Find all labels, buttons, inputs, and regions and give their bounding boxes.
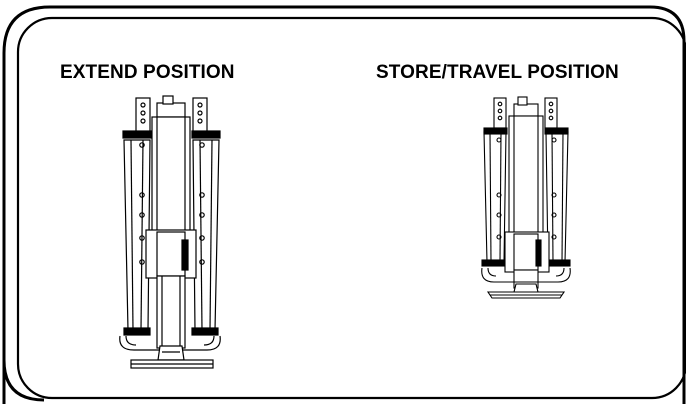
jack-extend-drawing — [119, 95, 221, 369]
store-travel-position-label: STORE/TRAVEL POSITION — [376, 62, 619, 83]
jack-store-drawing — [481, 96, 571, 299]
extend-position-label: EXTEND POSITION — [60, 62, 235, 83]
inner-panel — [16, 16, 686, 400]
